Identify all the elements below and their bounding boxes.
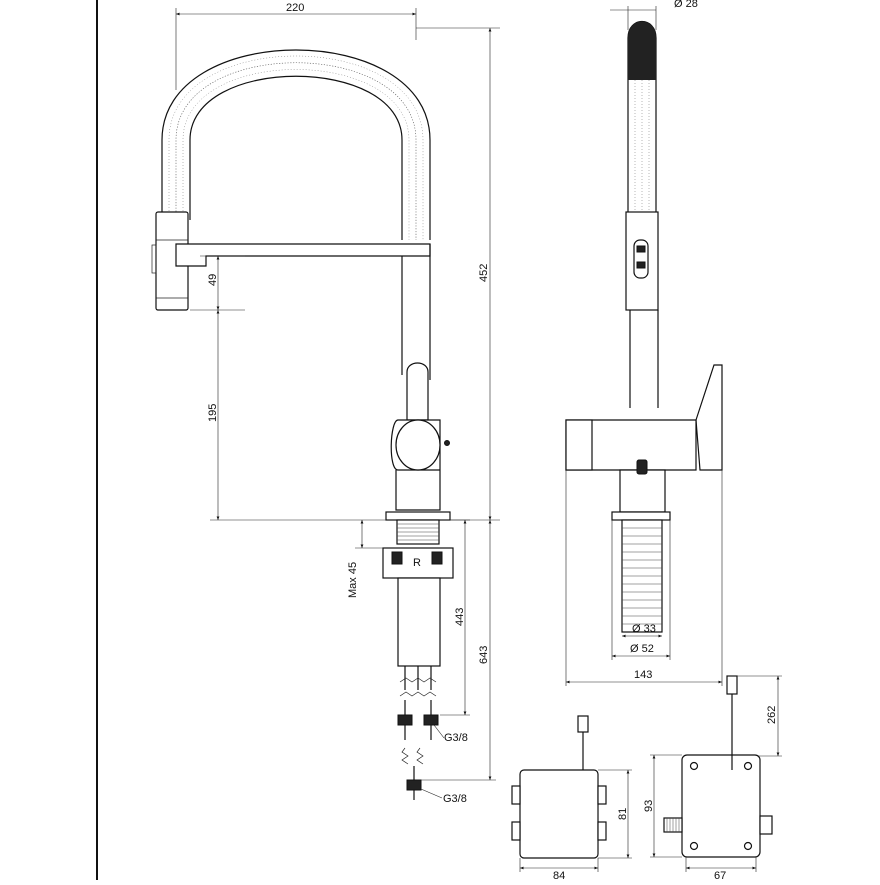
dim-262: 262 bbox=[766, 706, 778, 724]
battery-box-body bbox=[519, 769, 599, 859]
dim-452: 452 bbox=[478, 264, 490, 282]
dim-max45: Max 45 bbox=[347, 562, 359, 598]
dim-phi33: Ø 33 bbox=[632, 623, 656, 635]
dim-phi52: Ø 52 bbox=[630, 643, 654, 655]
dim-84: 84 bbox=[553, 870, 565, 880]
dim-81: 81 bbox=[617, 808, 629, 820]
battery-box: 81 84 bbox=[511, 715, 632, 882]
spout-arm bbox=[175, 243, 431, 267]
dim-93: 93 bbox=[643, 800, 655, 812]
dim-143: 143 bbox=[634, 669, 652, 681]
sensor-cable: 262 bbox=[726, 675, 782, 757]
dim-g38-upper: G3/8 bbox=[444, 732, 468, 744]
dim-220: 220 bbox=[286, 2, 304, 14]
lever-handle bbox=[406, 362, 429, 421]
dim-643: 643 bbox=[478, 646, 490, 664]
dim-195: 195 bbox=[207, 404, 219, 422]
dim-49: 49 bbox=[207, 274, 219, 286]
dim-g38-lower: G3/8 bbox=[443, 793, 467, 805]
dim-67: 67 bbox=[714, 870, 726, 880]
dim-443: 443 bbox=[454, 608, 466, 626]
control-box-body bbox=[681, 754, 761, 858]
r-mark: R bbox=[413, 557, 421, 569]
hose-corrugation bbox=[175, 62, 417, 240]
control-box: 93 67 bbox=[643, 720, 773, 882]
hose-arch bbox=[161, 49, 431, 240]
side-view: Ø 28 Ø 33 Ø 52 143 bbox=[565, 0, 723, 686]
side-lever bbox=[695, 364, 723, 471]
under-sink-body bbox=[397, 577, 441, 667]
front-view: R 220 49 195 452 bbox=[151, 2, 500, 805]
body-column bbox=[401, 244, 431, 380]
base-ring bbox=[385, 511, 451, 521]
dim-phi28: Ø 28 bbox=[674, 0, 698, 10]
